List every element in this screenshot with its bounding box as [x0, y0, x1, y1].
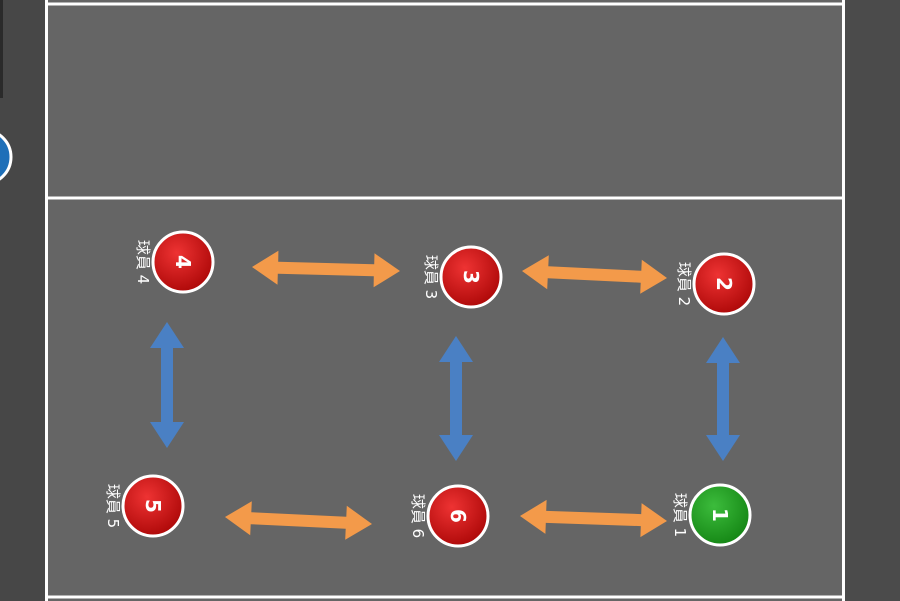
player-2-label: 球員 2 — [675, 262, 693, 306]
player-5-label: 球員 5 — [104, 484, 122, 528]
swap-arrow-3-6 — [439, 336, 473, 461]
swap-arrow-3-2 — [522, 255, 667, 294]
player-5-token[interactable] — [121, 474, 185, 538]
player-1-label: 球員 1 — [671, 493, 689, 537]
player-4-label: 球員 4 — [134, 240, 152, 284]
player-5-number: 5 — [141, 499, 165, 513]
swap-arrow-4-5 — [150, 322, 184, 448]
player-6-number: 6 — [446, 509, 470, 523]
player-3[interactable]: 3 球員 3 — [422, 245, 503, 309]
swap-arrow-6-1 — [520, 499, 667, 538]
right-panel — [845, 0, 900, 601]
player-1-token[interactable] — [688, 483, 752, 547]
player-6[interactable]: 6 球員 6 — [409, 484, 490, 548]
player-1-number: 1 — [708, 508, 732, 522]
player-3-number: 3 — [459, 270, 483, 284]
rotation-arrows — [150, 250, 740, 540]
player-2-token[interactable] — [692, 252, 756, 316]
swap-arrow-4-3 — [252, 250, 400, 288]
side-menu-button[interactable] — [0, 130, 13, 184]
player-3-label: 球員 3 — [422, 255, 440, 299]
player-6-token[interactable] — [426, 484, 490, 548]
player-1[interactable]: 1 球員 1 — [671, 483, 752, 547]
side-tab — [0, 0, 3, 98]
player-3-token[interactable] — [439, 245, 503, 309]
players: 1 球員 1 2 球員 2 3 球員 3 4 球員 4 5 球員 5 6 球員 6 — [104, 230, 756, 548]
player-4-number: 4 — [171, 255, 195, 269]
player-4-token[interactable] — [151, 230, 215, 294]
player-2[interactable]: 2 球員 2 — [675, 252, 756, 316]
swap-arrow-5-6 — [225, 501, 372, 540]
player-2-number: 2 — [712, 277, 736, 291]
swap-arrow-2-1 — [706, 337, 740, 461]
player-4[interactable]: 4 球員 4 — [134, 230, 215, 294]
left-panel — [0, 0, 45, 601]
player-6-label: 球員 6 — [409, 494, 427, 538]
player-5[interactable]: 5 球員 5 — [104, 474, 185, 538]
